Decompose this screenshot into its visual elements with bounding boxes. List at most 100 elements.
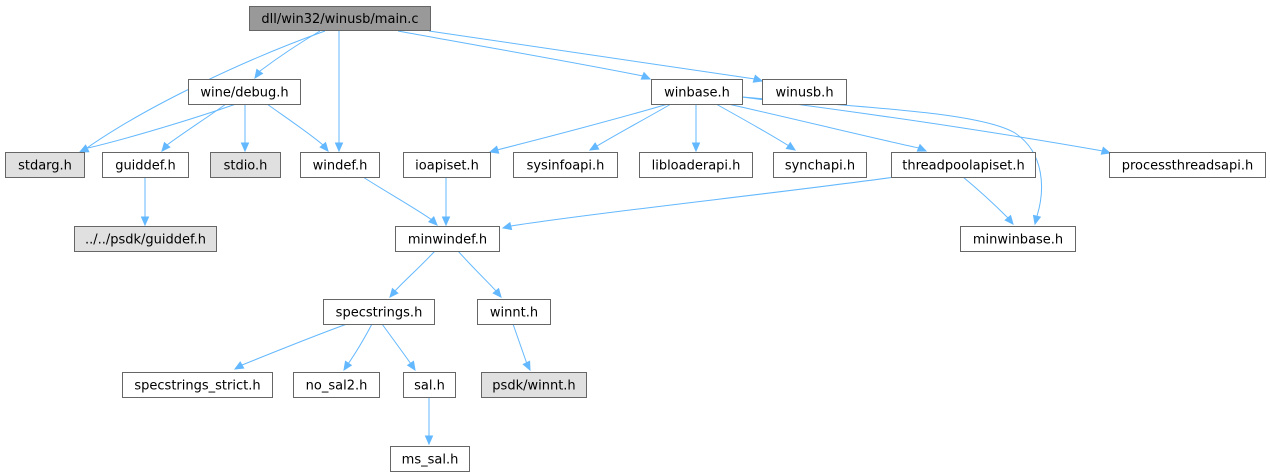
node-label: guiddef.h bbox=[115, 159, 176, 174]
node-box bbox=[390, 446, 470, 472]
edge-wine-debug-h-to-guiddef-h bbox=[161, 103, 227, 152]
node-threadpoolapiset-h[interactable]: threadpoolapiset.h bbox=[891, 152, 1036, 178]
edge-threadpoolapiset-h-to-minwinbase-h bbox=[962, 176, 1014, 225]
node-specstrings-strict-h[interactable]: specstrings_strict.h bbox=[122, 372, 273, 398]
node-label: ioapiset.h bbox=[415, 159, 479, 174]
edge-line bbox=[510, 176, 896, 227]
edge-arrowhead bbox=[501, 221, 513, 231]
edge-specstrings-h-to-no-sal2-h bbox=[343, 323, 373, 372]
edge-winbase-h-to-libloaderapi-h bbox=[691, 104, 701, 153]
node-box bbox=[102, 152, 189, 178]
node-label: processthreadsapi.h bbox=[1122, 159, 1254, 174]
node-winusb-h[interactable]: winusb.h bbox=[762, 79, 847, 105]
edge-winnt-h-to-psdk-winnt-h bbox=[512, 323, 531, 372]
node-guiddef-h[interactable]: guiddef.h bbox=[102, 152, 189, 178]
edge-arrowhead bbox=[588, 142, 600, 151]
edge-line bbox=[428, 30, 756, 80]
node-label: synchapi.h bbox=[785, 159, 855, 174]
node-ioapiset-h[interactable]: ioapiset.h bbox=[403, 152, 491, 178]
edge-line bbox=[259, 30, 321, 72]
node-psdk-winnt-h[interactable]: psdk/winnt.h bbox=[481, 372, 587, 398]
node-label: ../../psdk/guiddef.h bbox=[85, 233, 206, 248]
edge-line bbox=[397, 30, 644, 77]
edge-line bbox=[596, 103, 672, 147]
edge-arrowhead bbox=[334, 142, 344, 153]
edge-arrowhead bbox=[441, 216, 451, 227]
edge-arrowhead bbox=[1004, 214, 1014, 225]
node-wine-debug-h[interactable]: wine/debug.h bbox=[188, 79, 301, 105]
node-box bbox=[403, 372, 456, 398]
node-stdarg-h[interactable]: stdarg.h bbox=[5, 152, 85, 178]
edge-arrowhead bbox=[233, 361, 245, 370]
node-minwindef-h[interactable]: minwindef.h bbox=[395, 226, 500, 252]
edge-line bbox=[741, 96, 1104, 152]
edge-arrowhead bbox=[428, 216, 438, 226]
edge-arrowhead bbox=[254, 68, 264, 80]
node-label: winusb.h bbox=[775, 86, 833, 101]
edge-line bbox=[87, 103, 237, 149]
edge-arrowhead bbox=[488, 145, 500, 154]
node-winnt-h[interactable]: winnt.h bbox=[477, 299, 551, 325]
edge-arrowhead bbox=[240, 142, 250, 153]
edge-line bbox=[362, 176, 433, 221]
node-windef-h[interactable]: windef.h bbox=[300, 152, 380, 178]
node-stdio-h[interactable]: stdio.h bbox=[210, 152, 281, 178]
node-box bbox=[891, 152, 1036, 178]
edge-arrowhead bbox=[343, 360, 353, 372]
node-box bbox=[395, 226, 500, 252]
edge-guiddef-h-to-psdk-guiddef-h bbox=[140, 177, 150, 227]
edge-threadpoolapiset-h-to-minwindef-h bbox=[501, 176, 896, 231]
node-psdk-guiddef-h[interactable]: ../../psdk/guiddef.h bbox=[74, 226, 217, 252]
edge-arrowhead bbox=[785, 141, 797, 151]
node-label: minwindef.h bbox=[408, 233, 487, 248]
edge-arrowhead bbox=[161, 141, 171, 152]
edge-arrowhead bbox=[640, 71, 652, 80]
edge-arrowhead bbox=[1100, 146, 1112, 155]
node-label: psdk/winnt.h bbox=[492, 379, 575, 394]
edge-arrowhead bbox=[691, 142, 701, 153]
edge-main-c-to-winbase-h bbox=[397, 30, 652, 80]
edge-arrowhead bbox=[389, 287, 399, 298]
node-ms-sal-h[interactable]: ms_sal.h bbox=[390, 446, 470, 472]
edge-line bbox=[241, 323, 348, 366]
node-label: specstrings_strict.h bbox=[134, 379, 260, 394]
node-libloaderapi-h[interactable]: libloaderapi.h bbox=[639, 152, 753, 178]
edge-wine-debug-h-to-stdio-h bbox=[240, 104, 250, 153]
node-synchapi-h[interactable]: synchapi.h bbox=[773, 152, 867, 178]
node-box bbox=[762, 79, 847, 105]
node-box bbox=[481, 372, 587, 398]
edge-line bbox=[512, 323, 528, 365]
node-box bbox=[639, 152, 753, 178]
node-processthreadsapi-h[interactable]: processthreadsapi.h bbox=[1109, 152, 1266, 178]
edge-arrowhead bbox=[406, 360, 416, 372]
node-box bbox=[651, 79, 743, 105]
edge-line bbox=[457, 250, 497, 292]
node-label: threadpoolapiset.h bbox=[902, 159, 1024, 174]
node-sal-h[interactable]: sal.h bbox=[403, 372, 456, 398]
node-specstrings-h[interactable]: specstrings.h bbox=[323, 299, 435, 325]
node-sysinfoapi-h[interactable]: sysinfoapi.h bbox=[513, 152, 618, 178]
edge-winbase-h-to-threadpoolapiset-h bbox=[727, 103, 928, 152]
edge-winbase-h-to-processthreadsapi-h bbox=[741, 96, 1112, 155]
node-box bbox=[249, 6, 431, 31]
edge-line bbox=[962, 176, 1009, 219]
node-minwinbase-h[interactable]: minwinbase.h bbox=[960, 226, 1076, 252]
node-winbase-h[interactable]: winbase.h bbox=[651, 79, 743, 105]
node-label: winbase.h bbox=[664, 86, 730, 101]
edge-line bbox=[715, 103, 790, 147]
node-no-sal2-h[interactable]: no_sal2.h bbox=[293, 372, 380, 398]
edge-line bbox=[394, 250, 436, 292]
edge-arrowhead bbox=[492, 287, 502, 298]
node-label: sal.h bbox=[414, 379, 445, 394]
edge-specstrings-h-to-sal-h bbox=[381, 323, 416, 372]
node-label: minwinbase.h bbox=[973, 233, 1063, 248]
edge-line bbox=[496, 103, 669, 151]
node-label: stdio.h bbox=[224, 159, 268, 174]
node-label: winnt.h bbox=[490, 306, 538, 321]
node-box bbox=[74, 226, 217, 252]
edge-main-c-to-wine-debug-h bbox=[254, 30, 321, 80]
edge-arrowhead bbox=[424, 435, 434, 446]
edge-arrowhead bbox=[916, 143, 928, 152]
edge-arrowhead bbox=[522, 360, 531, 372]
node-box bbox=[477, 299, 551, 325]
